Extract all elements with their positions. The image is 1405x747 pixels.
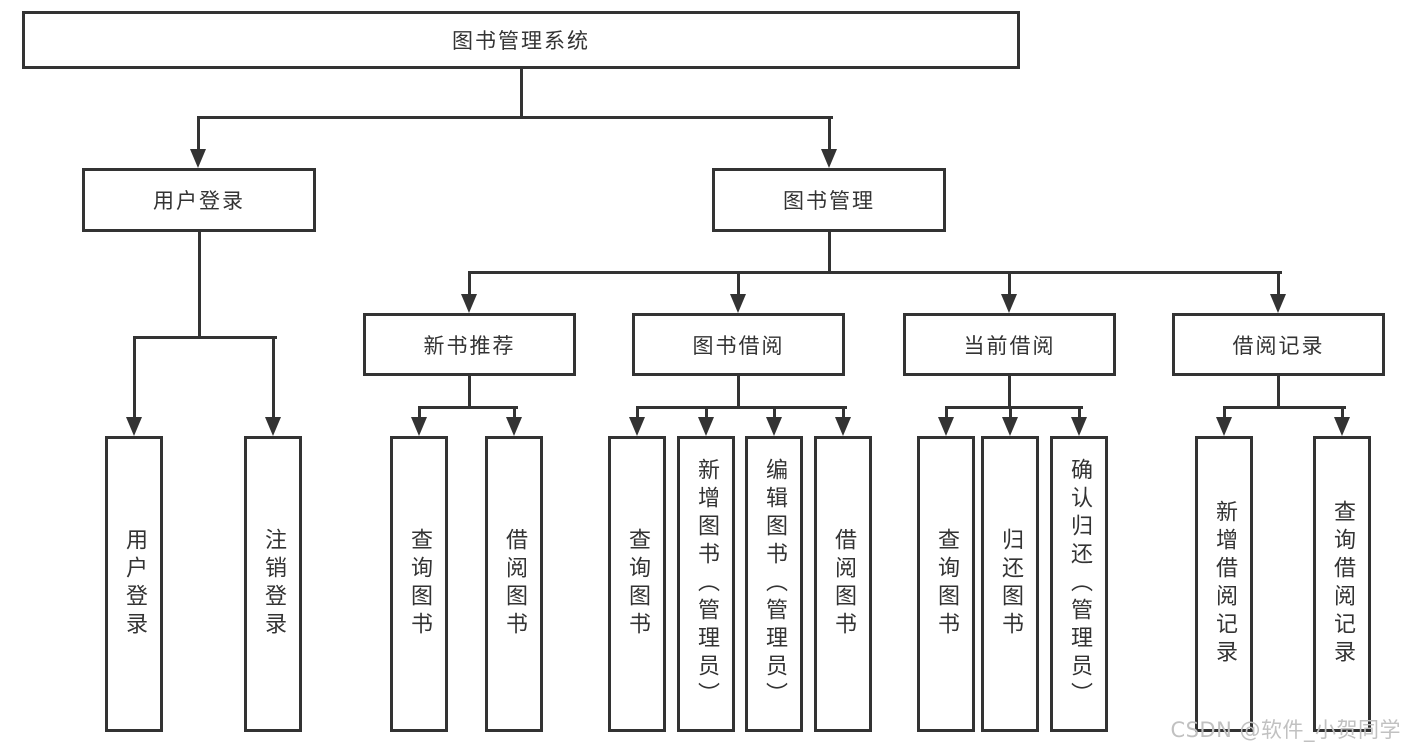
connector-vline — [772, 407, 776, 419]
leaf-label: 查询图书 — [407, 528, 432, 640]
node-user-login: 用户登录 — [82, 168, 316, 232]
node-label: 新书推荐 — [423, 333, 516, 358]
leaf-label: 新增借阅记录 — [1212, 500, 1237, 668]
connector-vline — [827, 117, 831, 153]
arrow-down-icon — [835, 417, 851, 436]
arrow-down-icon — [821, 149, 837, 168]
connector-vline — [196, 117, 200, 153]
connector-vline — [736, 272, 740, 298]
arrow-down-icon — [411, 417, 427, 436]
node-label: 图书借阅 — [692, 333, 785, 358]
leaf-confirm-return-admin: 确认归还（管理员） — [1050, 436, 1108, 732]
arrow-down-icon — [1071, 417, 1087, 436]
node-label: 当前借阅 — [963, 333, 1056, 358]
leaf-add-borrow-record: 新增借阅记录 — [1195, 436, 1253, 732]
leaf-label: 查询图书 — [934, 528, 959, 640]
connector-hline — [467, 270, 1282, 274]
leaf-borrow-books-recommend: 借阅图书 — [485, 436, 543, 732]
connector-vline — [417, 407, 421, 419]
node-borrowing-records: 借阅记录 — [1172, 313, 1385, 376]
connector-vline — [197, 232, 201, 338]
arrow-down-icon — [730, 294, 746, 313]
arrow-down-icon — [938, 417, 954, 436]
csdn-watermark: CSDN @软件_小贺同学 — [1170, 718, 1401, 742]
leaf-logout: 注销登录 — [244, 436, 302, 732]
connector-hline — [196, 115, 833, 119]
arrow-down-icon — [698, 417, 714, 436]
arrow-down-icon — [126, 417, 142, 436]
node-library-management-system: 图书管理系统 — [22, 11, 1020, 69]
connector-vline — [1007, 272, 1011, 298]
leaf-add-books-admin: 新增图书（管理员） — [677, 436, 735, 732]
leaf-label: 归还图书 — [998, 528, 1023, 640]
arrow-down-icon — [506, 417, 522, 436]
arrow-down-icon — [190, 149, 206, 168]
arrow-down-icon — [265, 417, 281, 436]
connector-vline — [704, 407, 708, 419]
leaf-return-books: 归还图书 — [981, 436, 1039, 732]
node-book-management: 图书管理 — [712, 168, 946, 232]
connector-vline — [944, 407, 948, 419]
connector-vline — [1007, 376, 1011, 409]
arrow-down-icon — [1270, 294, 1286, 313]
leaf-borrow-books: 借阅图书 — [814, 436, 872, 732]
leaf-query-books-current: 查询图书 — [917, 436, 975, 732]
leaf-label: 编辑图书（管理员） — [762, 458, 787, 710]
connector-hline — [417, 405, 518, 409]
arrow-down-icon — [1334, 417, 1350, 436]
node-new-book-recommendation: 新书推荐 — [363, 313, 576, 376]
connector-vline — [635, 407, 639, 419]
connector-vline — [271, 337, 275, 419]
arrow-down-icon — [1216, 417, 1232, 436]
connector-vline — [467, 272, 471, 298]
node-label: 图书管理 — [783, 189, 875, 213]
connector-vline — [132, 337, 136, 419]
connector-hline — [635, 405, 847, 409]
connector-vline — [827, 232, 831, 274]
leaf-edit-books-admin: 编辑图书（管理员） — [745, 436, 803, 732]
node-label: 图书管理系统 — [452, 29, 590, 53]
node-label: 用户登录 — [153, 189, 245, 213]
connector-hline — [1222, 405, 1346, 409]
leaf-label: 注销登录 — [261, 528, 286, 640]
arrow-down-icon — [1002, 417, 1018, 436]
leaf-label: 用户登录 — [122, 528, 147, 640]
node-current-borrowing: 当前借阅 — [903, 313, 1116, 376]
leaf-label: 查询借阅记录 — [1330, 500, 1355, 668]
connector-vline — [1276, 272, 1280, 298]
arrow-down-icon — [1001, 294, 1017, 313]
connector-vline — [841, 407, 845, 419]
connector-vline — [512, 407, 516, 419]
leaf-label: 查询图书 — [625, 528, 650, 640]
connector-hline — [132, 335, 277, 339]
node-label: 借阅记录 — [1232, 333, 1325, 358]
node-book-borrowing: 图书借阅 — [632, 313, 845, 376]
connector-vline — [467, 376, 471, 409]
arrow-down-icon — [461, 294, 477, 313]
leaf-label: 借阅图书 — [502, 528, 527, 640]
connector-vline — [736, 376, 740, 409]
leaf-query-books-borrow: 查询图书 — [608, 436, 666, 732]
arrow-down-icon — [629, 417, 645, 436]
connector-vline — [1008, 407, 1012, 419]
leaf-label: 借阅图书 — [831, 528, 856, 640]
arrow-down-icon — [766, 417, 782, 436]
leaf-query-borrow-record: 查询借阅记录 — [1313, 436, 1371, 732]
leaf-label: 新增图书（管理员） — [694, 458, 719, 710]
connector-vline — [519, 69, 523, 117]
leaf-label: 确认归还（管理员） — [1067, 458, 1092, 710]
connector-vline — [1340, 407, 1344, 419]
connector-vline — [1077, 407, 1081, 419]
connector-vline — [1222, 407, 1226, 419]
leaf-user-login: 用户登录 — [105, 436, 163, 732]
connector-hline — [944, 405, 1083, 409]
connector-vline — [1276, 376, 1280, 409]
leaf-query-books-recommend: 查询图书 — [390, 436, 448, 732]
